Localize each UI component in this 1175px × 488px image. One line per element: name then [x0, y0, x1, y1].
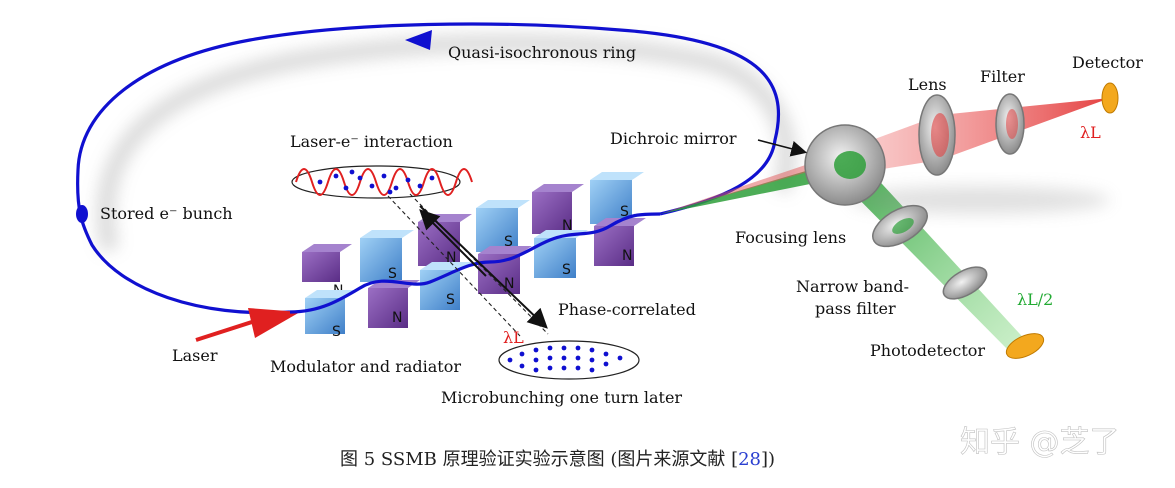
magnet-s: S	[476, 200, 530, 252]
svg-text:N: N	[562, 218, 572, 234]
magnet-s: S	[590, 172, 644, 224]
svg-text:S: S	[332, 324, 341, 340]
electron-beam-wiggle	[289, 212, 661, 314]
figure-caption: 图 5 SSMB 原理验证实验示意图 (图片来源文献 [28])	[340, 449, 775, 470]
bandpass-filter	[942, 266, 988, 300]
phase-arrow-back	[419, 209, 487, 277]
quasi-isochronous-ring	[76, 22, 780, 315]
magnet-s: S	[420, 262, 472, 310]
photodetector-label: Photodetector	[870, 341, 985, 360]
dichroic-pointer	[757, 139, 808, 157]
stored-bunch-label: Stored e⁻ bunch	[100, 204, 233, 223]
svg-text:S: S	[446, 292, 455, 308]
svg-text:N: N	[392, 310, 402, 326]
magnet-s: S	[305, 290, 357, 340]
ring-shadow	[96, 34, 797, 252]
microbunching-ellipse	[498, 340, 640, 380]
lens-label: Lens	[908, 75, 947, 94]
svg-text:S: S	[620, 204, 629, 220]
svg-text:S: S	[504, 234, 513, 250]
detector-label: Detector	[1072, 53, 1143, 72]
optics-shadow	[850, 186, 1110, 214]
microbunching-label: Microbunching one turn later	[441, 388, 682, 407]
dichroic-mirror	[804, 124, 886, 206]
laser-beam	[195, 318, 259, 342]
phase-correlated-label: Phase-correlated	[558, 300, 696, 319]
phase-arrow	[419, 205, 548, 329]
svg-text:S: S	[562, 262, 571, 278]
lambda-l-half: λL/2	[1017, 290, 1053, 309]
stored-bunch-marker	[76, 205, 88, 223]
filter-element	[995, 93, 1025, 155]
lambda-l-mid: λL	[503, 328, 524, 347]
svg-text:S: S	[388, 266, 397, 282]
focusing-lens-label: Focusing lens	[735, 228, 846, 247]
red-beam	[845, 98, 1110, 175]
svg-text:N: N	[504, 276, 514, 292]
dichroic-mirror-label: Dichroic mirror	[610, 129, 737, 148]
lambda-l-top: λL	[1080, 123, 1101, 142]
radiation-cone-red	[660, 150, 850, 214]
magnet-s: S	[360, 230, 414, 282]
focusing-lens	[872, 204, 928, 248]
svg-text:N: N	[622, 248, 632, 264]
modulator-label: Modulator and radiator	[270, 357, 461, 376]
detector-element	[1101, 82, 1119, 114]
laser-interaction-label: Laser-e⁻ interaction	[290, 132, 453, 151]
magnet-n: N	[594, 218, 646, 266]
magnet-n: N	[368, 280, 420, 328]
laser-arrow-head	[248, 308, 300, 338]
svg-text:N: N	[446, 250, 456, 266]
photodetector-element	[1005, 333, 1045, 359]
laser-label: Laser	[172, 346, 218, 365]
ring-direction-arrow	[405, 30, 432, 50]
filter-label: Filter	[980, 67, 1025, 86]
narrow-band-label-2: pass filter	[815, 299, 896, 318]
narrow-band-label-1: Narrow band-	[796, 277, 909, 296]
ring-label: Quasi-isochronous ring	[448, 43, 636, 62]
magnet-n: N	[418, 214, 472, 266]
lens-element	[918, 94, 956, 176]
magnet-n: N	[532, 184, 584, 234]
watermark: 知乎 @芝了	[960, 425, 1120, 460]
laser-e-interaction	[291, 165, 473, 199]
